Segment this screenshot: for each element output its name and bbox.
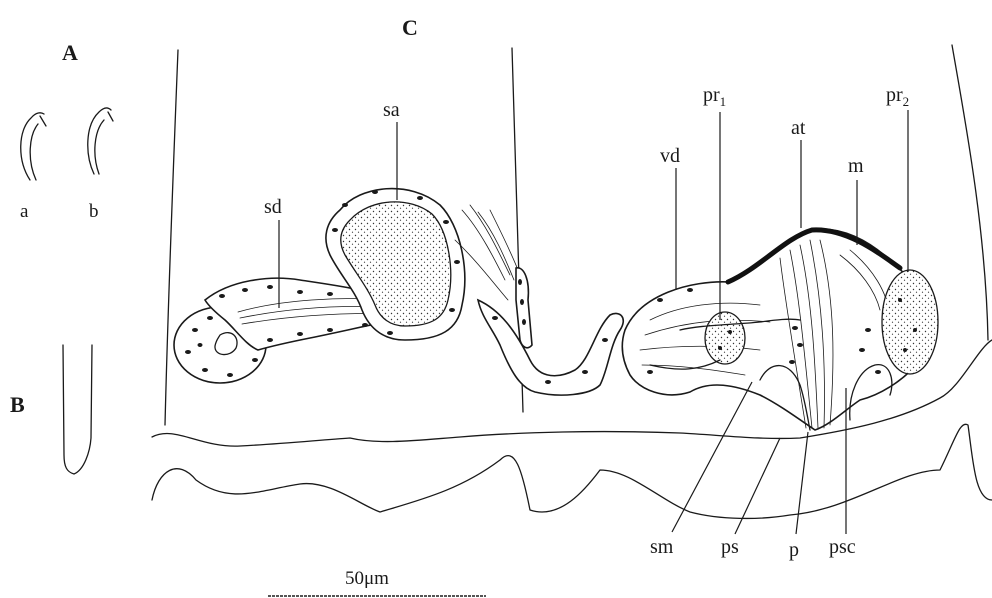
scale-bar-label: 50μm [345, 568, 389, 589]
label-sm: sm [650, 536, 674, 558]
hook-b [88, 108, 113, 174]
hook-a [21, 113, 46, 180]
panel-letter-c: C [402, 15, 418, 40]
label-ps: ps [721, 536, 739, 558]
label-pr2: pr2 [886, 84, 909, 109]
prostate-gland-2 [882, 270, 938, 374]
label-sa: sa [383, 99, 400, 121]
panel-letter-b: B [10, 392, 25, 417]
spicule-outline [63, 345, 92, 474]
label-sd: sd [264, 196, 282, 218]
copulatory-apparatus [622, 229, 938, 430]
prostate-gland-1 [705, 312, 745, 364]
panel-a-hooks [21, 108, 113, 180]
label-at: at [791, 117, 806, 139]
subpanel-label-a: a [20, 201, 29, 222]
label-p: p [789, 539, 799, 561]
label-m: m [848, 155, 864, 177]
panel-letter-a: A [62, 40, 78, 65]
label-vd: vd [660, 145, 680, 167]
vas-deferens-tube [478, 268, 623, 395]
label-pr1: pr1 [703, 84, 726, 109]
subpanel-label-b: b [89, 201, 99, 222]
label-psc: psc [829, 536, 856, 558]
